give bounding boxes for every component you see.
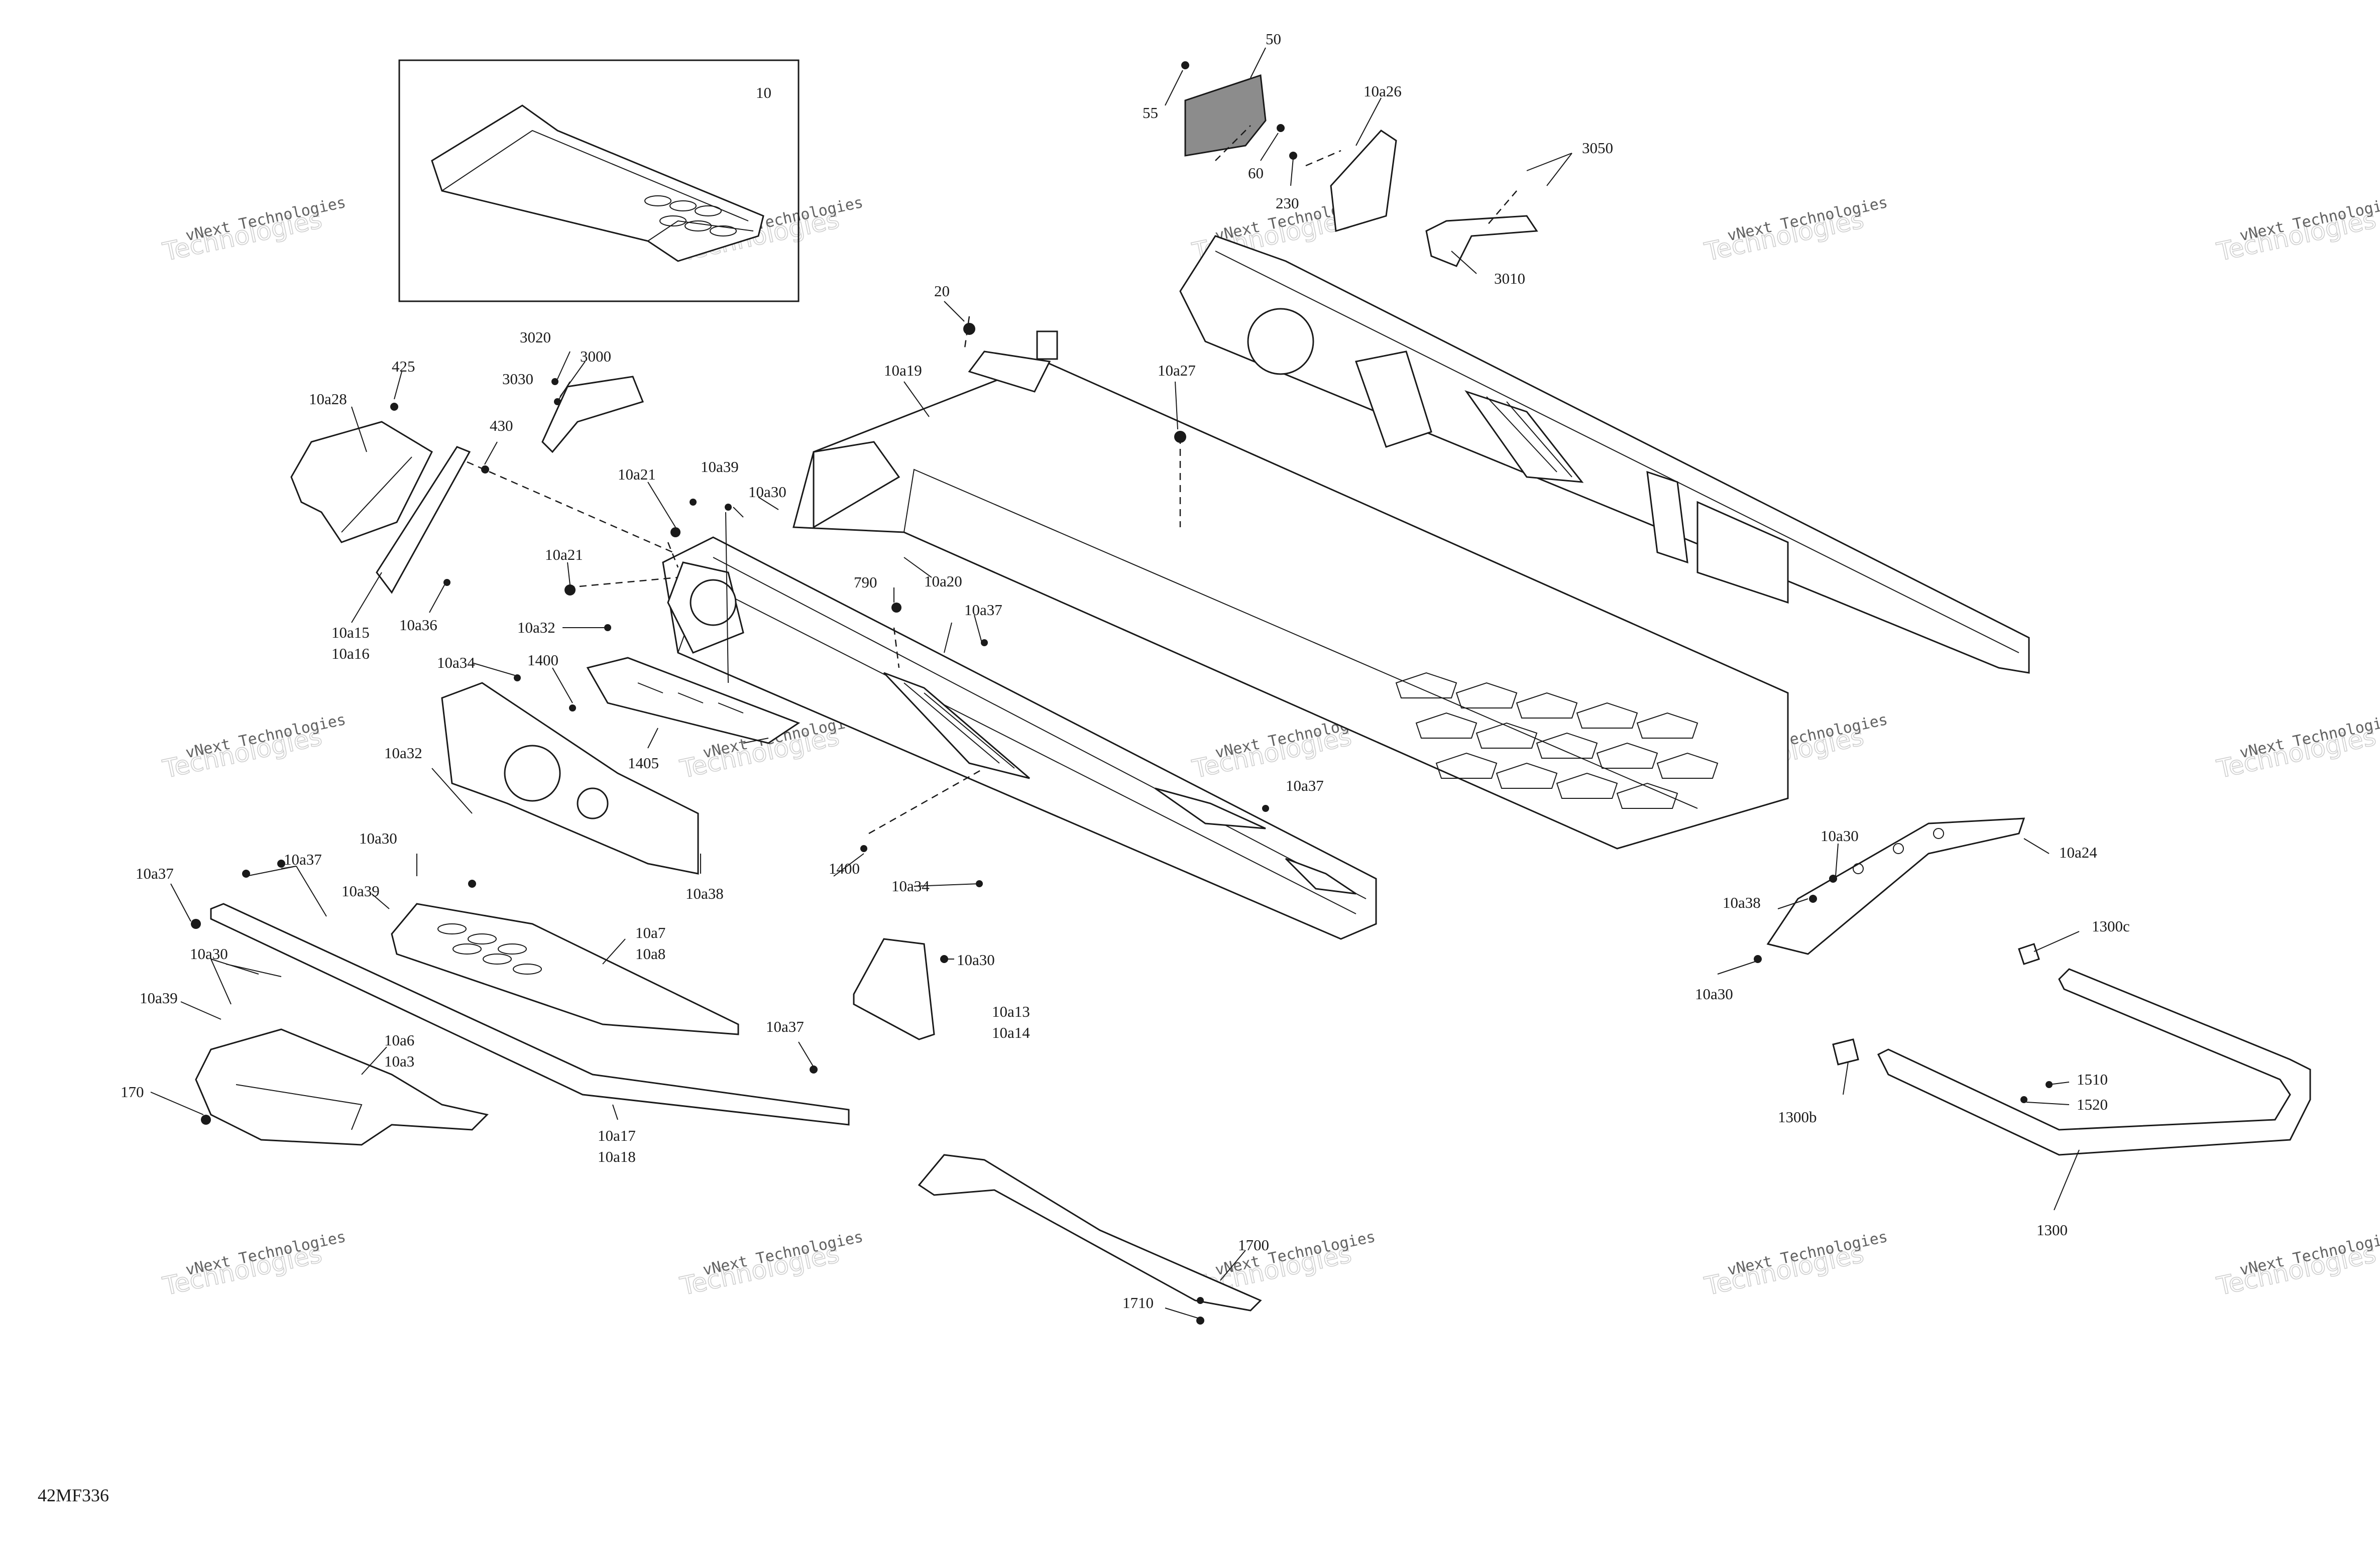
callout-10a18: 10a18 xyxy=(598,1148,636,1165)
plate-1405 xyxy=(586,657,801,744)
bracket-10a13 xyxy=(853,938,935,1040)
bracket-10a28 xyxy=(290,421,433,543)
leader-lines xyxy=(150,47,2080,1319)
callout-3050: 3050 xyxy=(1582,139,1613,157)
tunnel-top-panel xyxy=(792,361,1789,850)
callout-10a28: 10a28 xyxy=(309,390,347,408)
callout-10a32: 10a32 xyxy=(517,619,555,636)
callout-1400: 1400 xyxy=(527,651,558,669)
callout-10a3: 10a3 xyxy=(384,1052,414,1070)
bracket-10a26 xyxy=(1330,130,1397,232)
callout-10a38: 10a38 xyxy=(1723,894,1761,911)
callout-10a20: 10a20 xyxy=(924,572,962,590)
callout-10: 10 xyxy=(756,84,771,101)
callout-10a19: 10a19 xyxy=(884,362,922,379)
callout-10a38: 10a38 xyxy=(686,885,724,902)
callout-1700: 1700 xyxy=(1238,1236,1269,1254)
callout-10a37: 10a37 xyxy=(766,1018,804,1035)
callout-10a8: 10a8 xyxy=(635,945,665,963)
callout-10a34: 10a34 xyxy=(891,877,930,895)
callout-10a24: 10a24 xyxy=(2059,844,2097,861)
callout-3000: 3000 xyxy=(580,347,611,365)
callout-230: 230 xyxy=(1276,194,1299,212)
callout-170: 170 xyxy=(121,1083,144,1101)
callout-10a30: 10a30 xyxy=(190,945,228,963)
assembly-inset xyxy=(398,59,800,302)
callout-790: 790 xyxy=(854,573,877,591)
callout-1300b: 1300b xyxy=(1778,1108,1817,1126)
callout-10a15: 10a15 xyxy=(331,624,370,641)
callout-3030: 3030 xyxy=(502,370,533,388)
callout-10a17: 10a17 xyxy=(598,1127,636,1144)
tunnel-right-side-rail xyxy=(1179,235,2030,674)
callout-10a39: 10a39 xyxy=(701,458,739,476)
callout-1405: 1405 xyxy=(628,754,659,772)
tunnel-10a19 xyxy=(792,330,1789,850)
callout-10a36: 10a36 xyxy=(399,616,437,634)
callout-1710: 1710 xyxy=(1122,1294,1154,1312)
flap-50 xyxy=(1184,74,1267,157)
callout-50: 50 xyxy=(1266,30,1281,48)
callout-10a14: 10a14 xyxy=(992,1024,1030,1041)
callout-10a30: 10a30 xyxy=(1695,985,1733,1003)
callout-10a39: 10a39 xyxy=(342,882,380,900)
callout-10a37: 10a37 xyxy=(284,851,322,868)
rail-10a17 xyxy=(210,903,850,1126)
callout-10a7: 10a7 xyxy=(635,924,665,941)
callout-20: 20 xyxy=(934,282,950,300)
callout-10a30: 10a30 xyxy=(957,951,995,969)
callout-10a13: 10a13 xyxy=(992,1003,1030,1020)
callout-425: 425 xyxy=(392,358,415,375)
callout-430: 430 xyxy=(490,417,513,434)
callout-10a30: 10a30 xyxy=(748,483,786,501)
callout-10a30: 10a30 xyxy=(359,829,397,847)
callout-10a37: 10a37 xyxy=(1286,777,1324,794)
callout-10a39: 10a39 xyxy=(140,989,178,1007)
callout-10a21: 10a21 xyxy=(618,465,656,483)
tunnel-left-side-rail xyxy=(662,536,1377,940)
callout-10a6: 10a6 xyxy=(384,1031,414,1049)
assembly-lines xyxy=(467,125,1517,835)
callout-3020: 3020 xyxy=(520,328,551,346)
inset-frame xyxy=(398,59,800,302)
callout-10a27: 10a27 xyxy=(1158,362,1196,379)
bracket-10a15 xyxy=(376,446,471,594)
rear-bumper-1300 xyxy=(1832,943,2311,1156)
fasteners xyxy=(191,61,2053,1325)
callout-1520: 1520 xyxy=(2077,1096,2108,1113)
callout-55: 55 xyxy=(1143,104,1158,122)
bumper-10a7 xyxy=(391,903,739,1035)
callout-60: 60 xyxy=(1248,164,1264,182)
running-board-1700 xyxy=(918,1154,1262,1312)
callout-1300: 1300 xyxy=(2036,1221,2068,1239)
inset-tunnel xyxy=(431,104,764,262)
right-rail-panel xyxy=(1179,235,2030,674)
skid-plate-10a6 xyxy=(195,1028,489,1146)
bracket-3000 xyxy=(541,376,644,453)
callout-labels: 10 20 50 55 60 230 10a26 3050 3010 10a19… xyxy=(121,30,2130,1312)
callout-10a16: 10a16 xyxy=(331,645,370,662)
callout-10a32: 10a32 xyxy=(384,744,422,762)
callout-10a37: 10a37 xyxy=(964,601,1002,619)
callout-10a34: 10a34 xyxy=(437,654,475,671)
callout-10a26: 10a26 xyxy=(1364,82,1402,100)
callout-10a21: 10a21 xyxy=(545,546,583,563)
callout-1510: 1510 xyxy=(2077,1071,2108,1088)
callout-10a37: 10a37 xyxy=(136,865,174,882)
callout-3010: 3010 xyxy=(1494,270,1525,287)
document-code: 42MF336 xyxy=(38,1485,109,1505)
plate-10a34 xyxy=(441,682,699,875)
bracket-3010 xyxy=(1425,215,1538,267)
callout-1300c: 1300c xyxy=(2092,917,2130,935)
rear-bracket-10a24 xyxy=(1766,817,2025,955)
callout-1400: 1400 xyxy=(829,860,860,877)
callout-10a30: 10a30 xyxy=(1821,827,1859,845)
